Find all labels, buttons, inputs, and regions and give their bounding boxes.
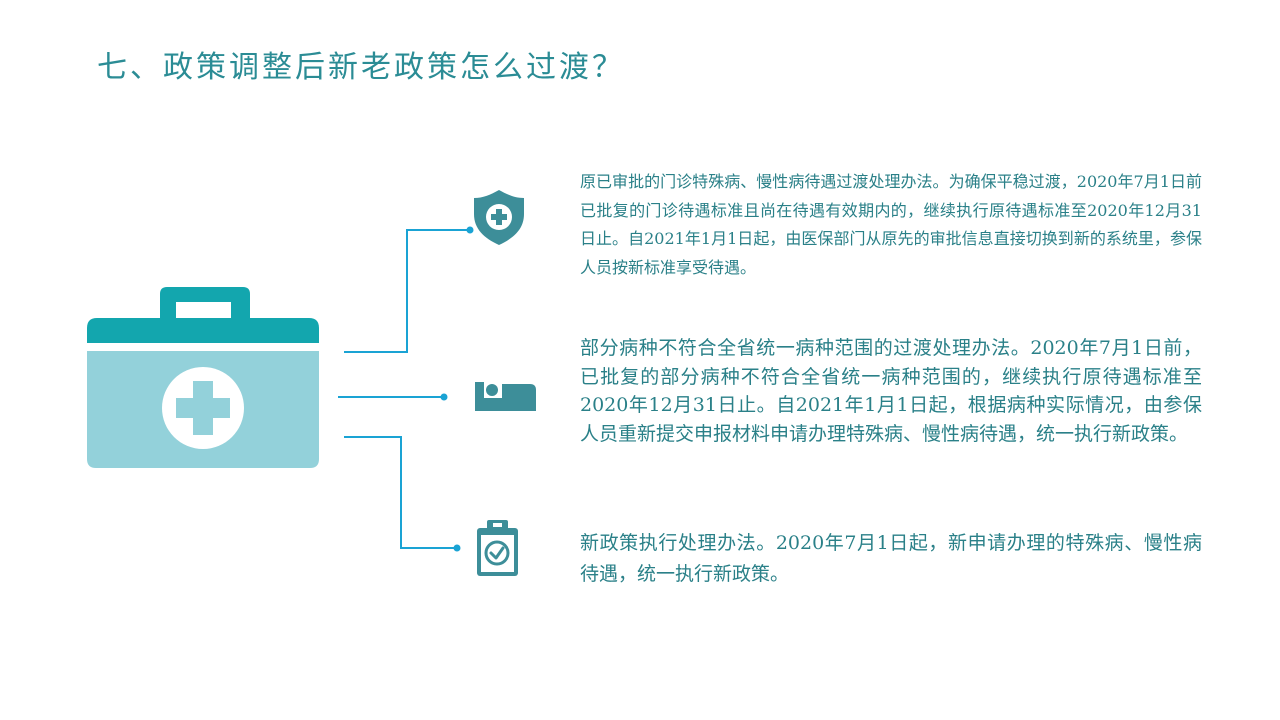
item-1-text: 原已审批的门诊特殊病、慢性病待遇过渡处理办法。为确保平稳过渡，2020年7月1日… xyxy=(580,172,1202,277)
shield-plus-icon xyxy=(474,190,524,245)
hospital-bed-icon xyxy=(475,382,536,411)
medical-kit-icon xyxy=(87,287,319,468)
connector-line-1 xyxy=(344,229,470,353)
item-3-text: 新政策执行处理办法。2020年7月1日起，新申请办理的特殊病、慢性病待遇，统一执… xyxy=(580,532,1202,585)
page-title: 七、政策调整后新老政策怎么过渡？ xyxy=(97,50,625,85)
connector-line-3 xyxy=(344,436,457,549)
connector-dot-2 xyxy=(440,393,448,401)
connector-lines xyxy=(338,229,470,549)
connector-dot-3 xyxy=(453,544,461,552)
clipboard-check-icon xyxy=(477,520,518,576)
connector-dot-1 xyxy=(466,226,474,234)
item-2-text: 部分病种不符合全省统一病种范围的过渡处理办法。2020年7月1日前，已批复的部分… xyxy=(580,337,1202,445)
